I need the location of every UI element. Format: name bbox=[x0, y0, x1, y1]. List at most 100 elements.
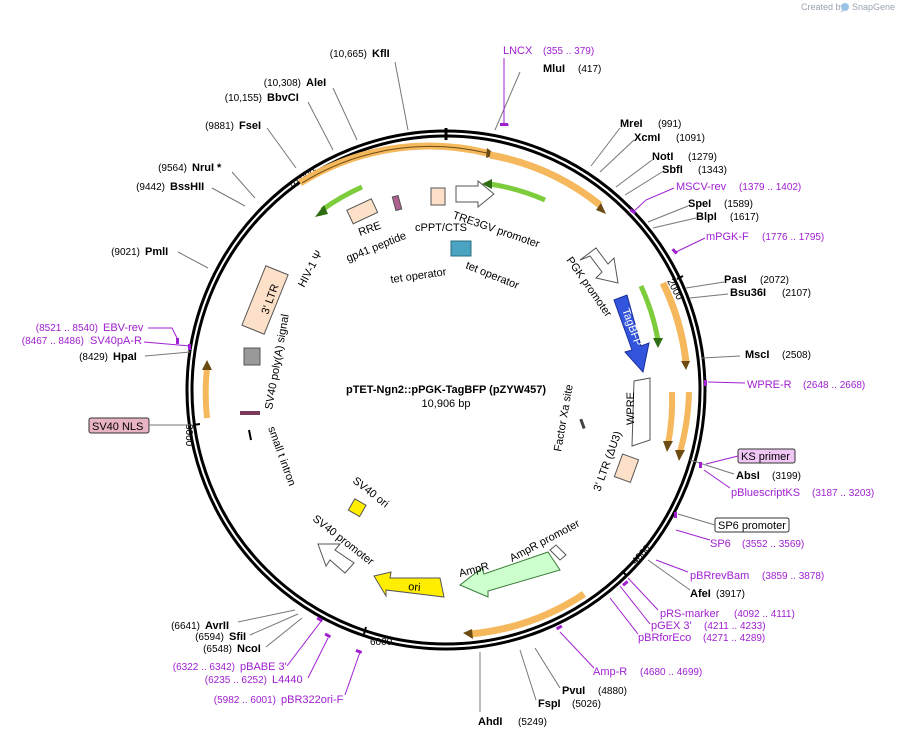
site-pos-ahdi: (5249) bbox=[518, 717, 547, 728]
primer-prs-marker[interactable]: pRS-marker bbox=[660, 608, 720, 620]
primer-pbabe-3[interactable]: pBABE 3' bbox=[240, 661, 287, 673]
green-arc-tre-arrowhead bbox=[482, 179, 492, 189]
primer-pbrforeco[interactable]: pBRforEco bbox=[638, 632, 691, 644]
primer-leader-pbr322ori-f bbox=[344, 651, 361, 696]
site-ahdi[interactable]: AhdI bbox=[478, 716, 502, 728]
primer-pos-pbrforeco: (4271 .. 4289) bbox=[703, 633, 765, 644]
site-alei[interactable]: AleI bbox=[306, 77, 326, 89]
site-leader-sbfi bbox=[624, 171, 663, 196]
primer-leader-lncx bbox=[503, 58, 509, 126]
site-fspi[interactable]: FspI bbox=[538, 698, 561, 710]
site-sbfi[interactable]: SbfI bbox=[662, 164, 683, 176]
site-leader-avrii bbox=[237, 609, 296, 623]
plasmid-backbone bbox=[185, 128, 707, 651]
site-bbvci[interactable]: BbvCI bbox=[267, 92, 299, 104]
orange-arc-sv40-arrowhead bbox=[202, 360, 212, 370]
primer-pbrrevbam[interactable]: pBRrevBam bbox=[690, 570, 749, 582]
site-leader-bsu36i bbox=[689, 293, 729, 299]
primer-pos-prs-marker: (4092 .. 4111) bbox=[734, 609, 795, 620]
site-blpi[interactable]: BlpI bbox=[696, 211, 717, 223]
feature-label-tet-operator-b: tet operator bbox=[464, 260, 521, 292]
site-bsshii[interactable]: BssHII bbox=[170, 181, 204, 193]
feature-label-factor-xa-site: Factor Xa site bbox=[552, 384, 576, 453]
primer-mscv-rev[interactable]: MSCV-rev bbox=[676, 181, 727, 193]
primer-wpre-r[interactable]: WPRE-R bbox=[747, 379, 792, 391]
cppt-cts-box bbox=[430, 187, 446, 206]
site-spei[interactable]: SpeI bbox=[688, 198, 711, 210]
primer-pos-sv40pa-r: (8467 .. 8486) bbox=[22, 336, 84, 347]
tre3gv-promoter-arrow bbox=[455, 179, 495, 209]
site-hpai[interactable]: HpaI bbox=[113, 351, 137, 363]
orange-arc-lentiviral-edge bbox=[301, 145, 488, 184]
site-fsei[interactable]: FseI bbox=[239, 120, 261, 132]
feature-sv40-nls[interactable]: SV40 NLS bbox=[92, 421, 143, 433]
orange-arc-sv40 bbox=[202, 367, 210, 419]
site-avrii[interactable]: AvrII bbox=[205, 620, 229, 632]
ampr-promoter-arrow bbox=[549, 544, 567, 561]
primer-pos-amp-r: (4680 .. 4699) bbox=[640, 667, 702, 678]
sv40-polya-mark bbox=[240, 411, 260, 415]
site-leader-ncoi bbox=[265, 617, 303, 648]
site-pos-pasi: (2072) bbox=[760, 275, 789, 286]
orange-arc-tre bbox=[489, 151, 603, 208]
tick-mark-6000 bbox=[363, 626, 367, 635]
site-pmli[interactable]: PmlI bbox=[145, 246, 168, 258]
primer-mpgk-f[interactable]: mPGK-F bbox=[706, 231, 749, 243]
sv40-promoter-arrow bbox=[317, 543, 355, 574]
feature-label-hiv1-psi: HIV-1 Ψ bbox=[296, 249, 325, 290]
site-afei[interactable]: AfeI bbox=[690, 588, 711, 600]
tick-mark-8000 bbox=[192, 423, 201, 426]
primer-amp-r[interactable]: Amp-R bbox=[593, 666, 627, 678]
site-mlui[interactable]: MluI bbox=[543, 63, 565, 75]
orange-arc-pgk bbox=[659, 281, 690, 363]
primer-pos-l4440: (6235 .. 6252) bbox=[205, 675, 267, 686]
site-pos-bsu36i: (2107) bbox=[782, 288, 811, 299]
primer-leader-l4440 bbox=[307, 637, 329, 679]
primer-l4440[interactable]: L4440 bbox=[272, 674, 303, 686]
primer-mark-pbr322 bbox=[355, 649, 363, 654]
primer-pos-pgex-3: (4211 .. 4233) bbox=[704, 621, 766, 632]
site-kfli[interactable]: KflI bbox=[372, 48, 390, 60]
site-nrui[interactable]: NruI * bbox=[192, 162, 222, 174]
site-xcmi[interactable]: XcmI bbox=[634, 132, 660, 144]
site-leader-mrei bbox=[590, 127, 621, 167]
site-pos-ncoi: (6548) bbox=[203, 644, 232, 655]
site-sfii[interactable]: SfiI bbox=[229, 631, 246, 643]
site-leader-alei bbox=[332, 87, 358, 141]
site-absi[interactable]: AbsI bbox=[736, 470, 760, 482]
site-noti[interactable]: NotI bbox=[652, 151, 673, 163]
gp41-peptide-mark bbox=[391, 194, 403, 212]
site-pos-avrii: (6641) bbox=[171, 621, 200, 632]
primer-leader-wpre-r bbox=[707, 381, 746, 384]
primer-pos-mscv-rev: (1379 .. 1402) bbox=[739, 182, 801, 193]
primer-lncx[interactable]: LNCX bbox=[503, 45, 533, 57]
site-leader-pmli bbox=[177, 251, 209, 269]
site-leader-kfli bbox=[394, 61, 409, 131]
primer-sp6-promoter[interactable]: SP6 promoter bbox=[718, 520, 786, 532]
site-pvui[interactable]: PvuI bbox=[562, 685, 585, 697]
primer-mark-l4440 bbox=[324, 632, 332, 639]
primer-pos-lncx: (355 .. 379) bbox=[543, 46, 594, 57]
site-pos-hpai: (8429) bbox=[79, 352, 108, 363]
site-bsu36i[interactable]: Bsu36I bbox=[730, 287, 766, 299]
site-msci[interactable]: MscI bbox=[745, 349, 769, 361]
primer-sv40pa-r[interactable]: SV40pA-R bbox=[90, 335, 142, 347]
map-title-block: pTET-Ngn2::pPGK-TagBFP (pZYW457) 10,906 … bbox=[346, 384, 546, 410]
primer-pbr322ori-f[interactable]: pBR322ori-F bbox=[281, 694, 344, 706]
primer-pgex-3[interactable]: pGEX 3' bbox=[651, 620, 692, 632]
orange-arc-wpre-b-arrowhead bbox=[675, 450, 685, 461]
site-mrei[interactable]: MreI bbox=[620, 118, 643, 130]
primer-sp6[interactable]: SP6 bbox=[710, 538, 731, 550]
sv40-ori-box bbox=[347, 498, 367, 518]
primer-pbluescriptks[interactable]: pBluescriptKS bbox=[731, 487, 800, 499]
3ltr-du3-box bbox=[613, 453, 640, 483]
site-pasi[interactable]: PasI bbox=[724, 274, 747, 286]
site-ncoi[interactable]: NcoI bbox=[237, 643, 261, 655]
site-pos-spei: (1589) bbox=[724, 199, 753, 210]
primer-ks[interactable]: KS primer bbox=[741, 451, 790, 463]
primer-ebv-rev[interactable]: EBV-rev bbox=[103, 322, 144, 334]
restriction-sites: (10,665) KflI MluI (417) (10,308) AleI (… bbox=[79, 48, 811, 728]
primer-leader-sp6 bbox=[675, 529, 711, 541]
site-pos-noti: (1279) bbox=[688, 152, 717, 163]
site-pos-fsei: (9881) bbox=[205, 121, 234, 132]
